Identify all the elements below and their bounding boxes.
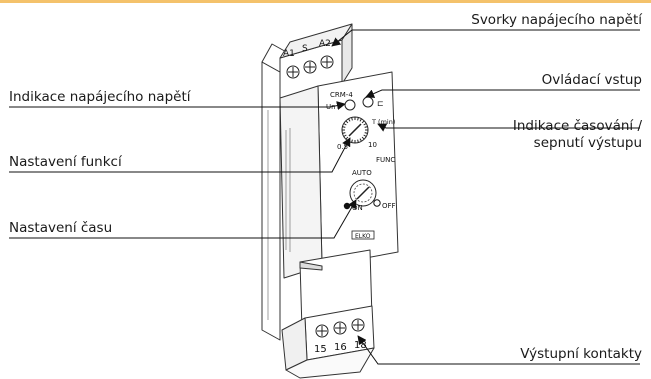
out-16-label: 16 [334,342,347,353]
dial-tick [363,134,367,137]
mode-on-marker [343,202,351,210]
dial-tick [343,123,347,126]
leader-supply-terminals [331,29,640,47]
led-un [344,99,356,111]
leader-time-setting [9,199,357,239]
led-output [362,96,374,108]
lower-step [299,261,323,271]
terminal-a2-label: A2 [319,39,331,49]
bottom-base [285,347,375,379]
brand-label: ELKO [355,233,371,240]
mode-off-label: OFF [382,202,396,210]
label-function-setting: Nastavení funkcí [9,154,122,170]
function-dial[interactable] [349,179,377,207]
dial-tick [357,117,359,121]
upper-terminal-side [341,23,353,85]
label-timing-indication-line2: sepnutí výstupu [533,135,642,151]
dial-tick [357,139,359,143]
dial-tick [363,123,367,126]
leader-supply-indication [9,101,346,111]
dial-tick [342,126,346,128]
label-output-contacts: Výstupní kontakty [520,346,642,362]
func-label: FUNC [376,156,395,164]
dial-tick [343,134,347,137]
label-timing-indication-line1: Indikace časování / [512,118,642,134]
dial-tick [364,132,368,134]
relay-symbol-icon: ⊏ [377,99,384,108]
label-time-setting: Nastavení času [9,220,113,236]
din-clip-back [261,61,281,341]
terminal-s-label: S [302,44,308,54]
leader-output-contacts [357,335,640,365]
label-supply-terminals: Svorky napájecího napětí [471,12,642,28]
label-supply-indication: Indikace napájecího napětí [9,89,191,105]
out-18-label: 18 [354,340,367,351]
brand-logo [351,230,375,240]
dial-tick [361,136,365,140]
dial-tick [345,120,349,124]
dial-tick [342,132,346,134]
mode-on-label: ON [352,204,363,212]
scale-max-label: 10 [368,141,377,149]
label-control-input: Ovládací vstup [541,72,642,88]
dial-tick [364,126,368,128]
dial-tick [348,118,351,122]
model-label: CRM-4 [330,91,353,99]
leader-timing-indication [377,123,640,132]
dial-tick [359,138,362,142]
dial-tick [359,118,362,122]
time-dial[interactable] [341,116,369,144]
mode-off-marker [373,199,381,207]
time-unit-label: T (min) [371,118,395,126]
leader-function-setting [9,137,351,173]
dial-tick [351,139,353,143]
dial-tick [361,120,365,124]
leader-control-input [365,89,640,98]
dial-tick [351,117,353,121]
out-15-label: 15 [314,344,327,355]
mode-auto-label: AUTO [352,169,372,177]
terminal-a1-label: A1 [283,49,295,59]
